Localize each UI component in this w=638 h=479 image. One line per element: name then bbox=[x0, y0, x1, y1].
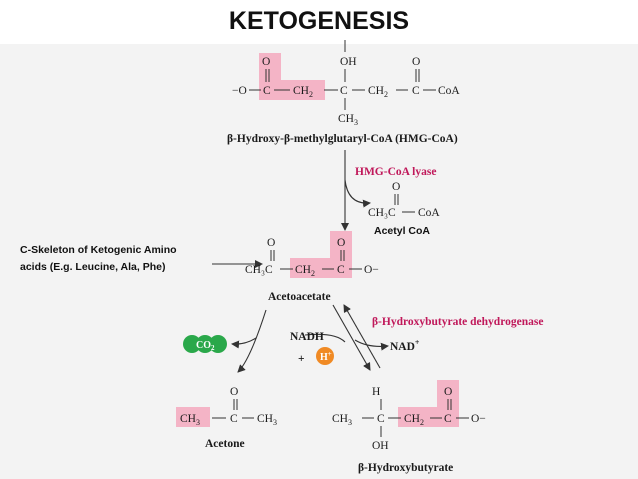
reduction-arrow bbox=[332, 304, 371, 371]
hydroxybutyrate-c1: C bbox=[377, 413, 385, 425]
acetyl-coa-o: O bbox=[392, 181, 400, 193]
nadh-in-arrow bbox=[304, 333, 346, 343]
acetoacetate-o-minus: O− bbox=[364, 264, 379, 276]
h-plus-label: H+ bbox=[320, 350, 332, 363]
hmg-coa-ch2-b: CH2 bbox=[368, 85, 388, 99]
hmg-coa-molecule: O −O C CH2 OH C CH3 CH2 O C CoA β-Hydrox… bbox=[227, 40, 460, 145]
acetone-o: O bbox=[230, 386, 238, 398]
annotation-line1: C-Skeleton of Ketogenic Amino bbox=[20, 244, 177, 256]
hydroxybutyrate-ch2: CH2 bbox=[404, 413, 424, 427]
acetoacetate-c: C bbox=[337, 264, 345, 276]
annotation-line2: acids (E.g. Leucine, Ala, Phe) bbox=[20, 261, 165, 273]
title-band bbox=[0, 0, 638, 44]
h-plus-ball bbox=[316, 347, 334, 365]
hydroxybutyrate-o: O bbox=[444, 386, 452, 398]
nad-label: NAD+ bbox=[390, 338, 420, 353]
hydroxybutyrate-name: β-Hydroxybutyrate bbox=[358, 462, 453, 474]
hmg-coa-highlight-ch2 bbox=[259, 80, 325, 100]
acetoacetate-name: Acetoacetate bbox=[268, 291, 331, 303]
hydroxybutyrate-ch3: CH3 bbox=[332, 413, 352, 427]
acetoacetate-ch3c: CH₃C bbox=[245, 264, 273, 276]
slide-title: KETOGENESIS bbox=[228, 7, 410, 35]
dehydrogenase-enzyme-label: β-Hydroxybutyrate dehydrogenase bbox=[372, 316, 543, 328]
hydroxybutyrate-highlight-ch2 bbox=[398, 407, 459, 427]
acetyl-coa-coa: CoA bbox=[418, 207, 440, 219]
hmg-coa-name: β-Hydroxy-β-methylglutaryl-CoA (HMG-CoA) bbox=[227, 133, 458, 145]
hmg-coa-o1: O bbox=[262, 56, 270, 68]
acetone-ch3-left: CH3 bbox=[180, 413, 200, 427]
acetyl-coa-label: Acetyl CoA bbox=[374, 225, 430, 237]
acetone-highlight bbox=[176, 407, 210, 427]
acetyl-coa-branch-arrow bbox=[344, 179, 371, 208]
hydroxybutyrate-oh: OH bbox=[372, 440, 389, 452]
hydroxybutyrate-o-minus: O− bbox=[471, 413, 486, 425]
hmg-coa-c1: C bbox=[263, 85, 271, 97]
acetyl-coa-ch3c: CH₃C bbox=[368, 207, 396, 219]
hmg-coa-c2: C bbox=[340, 85, 348, 97]
acetoacetate-o2: O bbox=[337, 237, 345, 249]
co2-molecule: CO2 bbox=[183, 335, 227, 353]
acetone-arrow bbox=[237, 309, 267, 373]
hydroxybutyrate-h: H bbox=[372, 386, 380, 398]
acetone-c: C bbox=[230, 413, 238, 425]
hmg-coa-o-minus: −O bbox=[232, 85, 247, 97]
nad-out-arrow bbox=[354, 339, 389, 351]
hmg-coa-coa: CoA bbox=[438, 85, 460, 97]
acetone-ch3-right: CH3 bbox=[257, 413, 277, 427]
hmg-coa-ch3: CH3 bbox=[338, 113, 358, 127]
acetone-molecule: O CH3 C CH3 Acetone bbox=[176, 386, 277, 450]
hmg-coa-o2: O bbox=[412, 56, 420, 68]
plus-sign: + bbox=[298, 353, 305, 365]
hmg-coa-oh: OH bbox=[340, 56, 357, 68]
co2-label: CO2 bbox=[196, 340, 215, 352]
acetoacetate-highlight-ch2 bbox=[290, 258, 352, 278]
acetoacetate-ch2: CH2 bbox=[295, 264, 315, 278]
nadh-label: NADH bbox=[290, 331, 324, 343]
ketogenic-annotation: C-Skeleton of Ketogenic Amino acids (E.g… bbox=[20, 244, 263, 273]
oxidation-arrow bbox=[343, 304, 381, 369]
hmg-coa-ch2-a: CH2 bbox=[293, 85, 313, 99]
hmg-coa-c3: C bbox=[412, 85, 420, 97]
lyase-enzyme-label: HMG-CoA lyase bbox=[355, 166, 436, 178]
acetone-branch: CO2 bbox=[183, 309, 267, 373]
lyase-step: HMG-CoA lyase O CH₃C CoA Acetyl CoA bbox=[341, 150, 440, 237]
dehydrogenase-step: β-Hydroxybutyrate dehydrogenase NADH NAD… bbox=[290, 304, 543, 371]
acetoacetate-o1: O bbox=[267, 237, 275, 249]
hydroxybutyrate-c2: C bbox=[444, 413, 452, 425]
co2-release-arrow bbox=[231, 337, 257, 349]
hydroxybutyrate-molecule: CH3 H C OH CH2 O C O− β-Hydroxybutyrate bbox=[332, 380, 486, 474]
acetoacetate-molecule: O CH₃C CH2 O C O− Acetoacetate bbox=[245, 231, 379, 303]
acetone-name: Acetone bbox=[205, 438, 245, 450]
